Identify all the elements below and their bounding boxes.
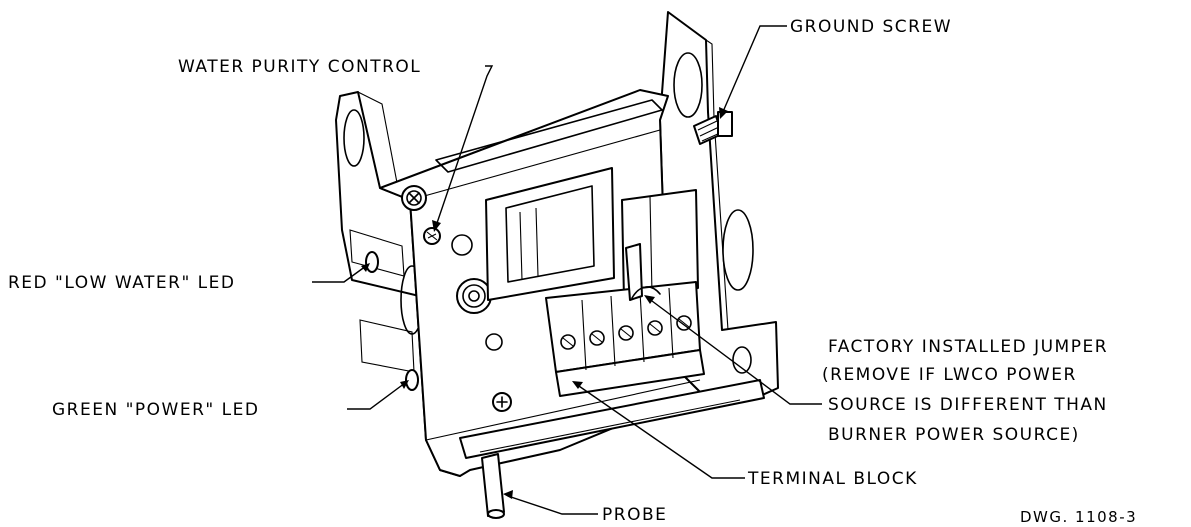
label-jumper-line-3: SOURCE IS DIFFERENT THAN (828, 395, 1108, 415)
leader-lines (312, 25, 822, 515)
label-red-low-water-led: RED "LOW WATER" LED (8, 273, 235, 293)
probe (481, 453, 505, 519)
ground-screw (693, 111, 733, 145)
drawing-number: DWG. 1108-3 (1020, 508, 1137, 526)
mounting-screw-top (401, 185, 427, 211)
terminal-block (545, 281, 705, 397)
water-purity-control-knob (423, 227, 441, 245)
mounting-hole-1 (451, 234, 473, 256)
label-ground-screw: GROUND SCREW (790, 17, 952, 37)
factory-installed-jumper (625, 243, 661, 301)
terminal-screw-1 (560, 334, 576, 350)
terminal-screw-5 (676, 315, 692, 331)
leader-ground-screw (721, 25, 787, 115)
potentiometer (456, 278, 492, 314)
leader-green-led (347, 382, 406, 410)
leader-terminal-block (575, 383, 745, 479)
leader-jumper (647, 297, 822, 405)
transformer (485, 167, 615, 301)
label-water-purity-control: WATER PURITY CONTROL (178, 57, 421, 77)
red-low-water-led (365, 251, 379, 273)
terminal-screw-2 (589, 330, 605, 346)
label-terminal-block: TERMINAL BLOCK (747, 469, 918, 489)
label-jumper-line-4: BURNER POWER SOURCE) (828, 425, 1080, 445)
label-green-power-led: GREEN "POWER" LED (52, 400, 259, 420)
mounting-screw-bottom (492, 392, 512, 412)
green-power-led (405, 369, 419, 391)
mounting-hole-2 (485, 333, 503, 351)
leader-probe (507, 495, 598, 515)
terminal-screw-4 (647, 320, 663, 336)
leader-red-led (312, 265, 367, 283)
callout-labels: WATER PURITY CONTROL GROUND SCREW RED "L… (8, 17, 1137, 526)
lwco-device-illustration (335, 11, 779, 519)
terminal-screw-3 (618, 325, 634, 341)
label-jumper-line-1: FACTORY INSTALLED JUMPER (828, 337, 1108, 357)
label-probe: PROBE (602, 505, 667, 525)
leader-water-purity (435, 65, 494, 227)
label-jumper-line-2: (REMOVE IF LWCO POWER (822, 365, 1077, 385)
